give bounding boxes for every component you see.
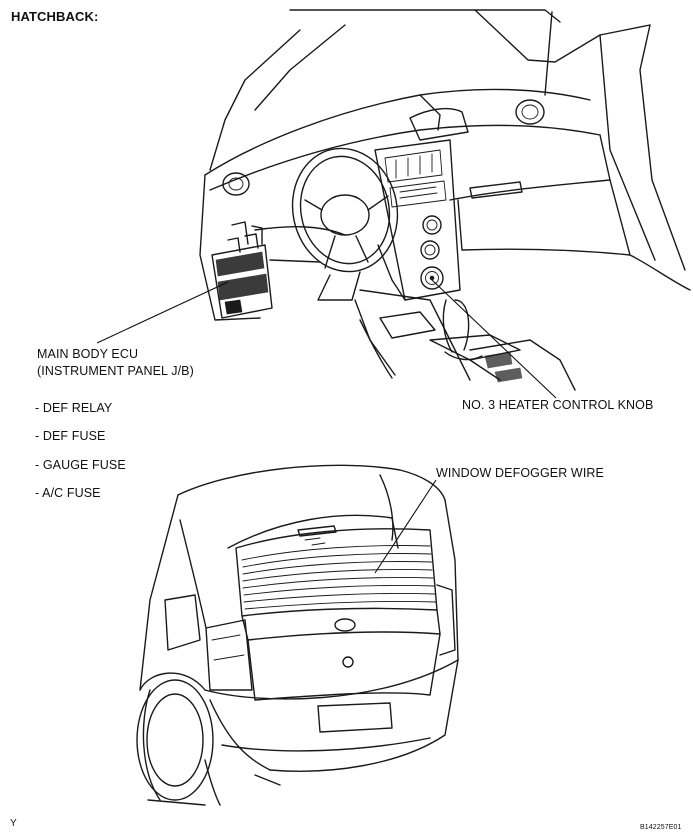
footer-left-mark: Y: [10, 818, 17, 829]
fuse-list-item: - DEF RELAY: [35, 401, 113, 415]
fuse-list-item: - GAUGE FUSE: [35, 458, 126, 472]
defogger-leader-line: [374, 479, 437, 574]
ecu-leader-line: [96, 281, 229, 344]
hatchback-rear-illustration: [136, 464, 459, 806]
dashboard-illustration: [199, 9, 691, 391]
ecu-label-line1: MAIN BODY ECU: [37, 347, 139, 361]
page-title: HATCHBACK:: [11, 9, 99, 24]
fuse-list-item: - DEF FUSE: [35, 429, 106, 443]
main-body-ecu: [211, 221, 273, 319]
defogger-wire-label: WINDOW DEFOGGER WIRE: [436, 466, 604, 480]
heater-knob-label: NO. 3 HEATER CONTROL KNOB: [462, 398, 654, 412]
figure-code: B142257E01: [640, 824, 682, 831]
heater-knob-leader-line: [431, 279, 557, 399]
ecu-label-line2: (INSTRUMENT PANEL J/B): [37, 364, 194, 378]
fuse-list-item: - A/C FUSE: [35, 486, 101, 500]
